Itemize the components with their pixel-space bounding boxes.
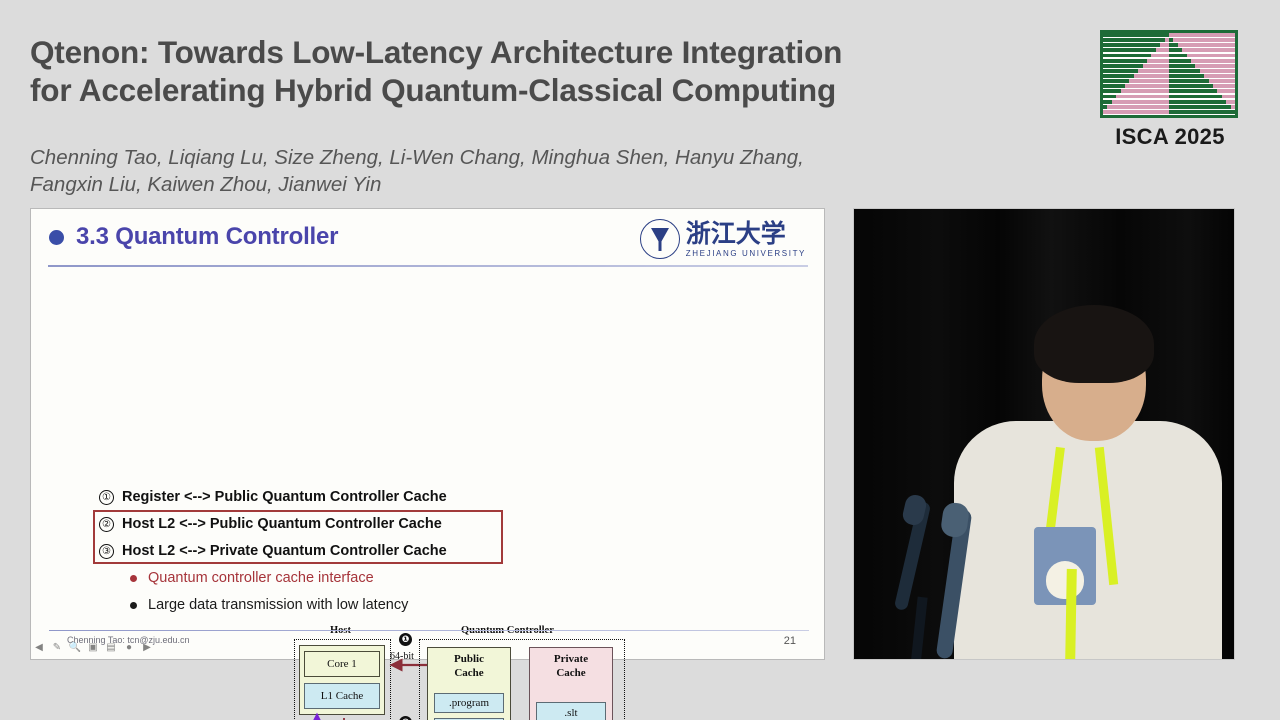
- presenter-video-feed[interactable]: [853, 208, 1235, 660]
- numbered-item-2-label: Host L2 <--> Public Quantum Controller C…: [122, 516, 442, 532]
- sub-bullet-1-label: Quantum controller cache interface: [148, 570, 374, 586]
- slide-title: 3.3 Quantum Controller: [76, 223, 339, 250]
- private-cache-title-1: Private: [553, 653, 589, 665]
- highlight-box: [93, 510, 503, 564]
- architecture-diagram: Host Quantum Controller Core 1 L1 Cache …: [286, 625, 631, 720]
- number-circle-2: ②: [99, 516, 114, 532]
- title-divider: [48, 265, 808, 267]
- numbered-item-1: ① Register <--> Public Quantum Controlle…: [99, 489, 447, 505]
- public-cache-title-1: Public: [454, 653, 484, 665]
- back-arrow-icon[interactable]: ◀: [35, 641, 43, 653]
- box-core-1: Core 1: [304, 651, 380, 677]
- box-l1-cache: L1 Cache: [304, 683, 380, 709]
- title-line-2: for Accelerating Hybrid Quantum-Classica…: [30, 72, 837, 109]
- forward-arrow-icon[interactable]: ▶: [143, 641, 151, 653]
- quantum-controller-region: [419, 639, 625, 720]
- bullet-dot-icon: [130, 601, 137, 609]
- private-cache-item-slt: .slt: [536, 702, 606, 720]
- camera-icon[interactable]: ▤: [106, 641, 116, 653]
- zhejiang-university-seal-icon: [639, 219, 680, 259]
- numbered-item-2: ② Host L2 <--> Public Quantum Controller…: [99, 516, 442, 532]
- numbered-item-3: ③ Host L2 <--> Private Quantum Controlle…: [99, 543, 447, 559]
- footer-divider: [49, 629, 809, 631]
- public-cache-title-2: Cache: [454, 666, 484, 679]
- numbered-item-3-label: Host L2 <--> Private Quantum Controller …: [122, 543, 447, 559]
- link-width-1: 64-bit: [390, 651, 414, 662]
- cc-icon[interactable]: ▣: [88, 641, 98, 653]
- slide-title-row: 3.3 Quantum Controller: [49, 223, 338, 251]
- public-cache-item-program: .program: [434, 693, 504, 713]
- isca-pyramid-icon: [1100, 30, 1238, 118]
- university-name-cn: 浙江大学: [685, 218, 786, 248]
- university-logo: 浙江大学 ZHEJIANG UNIVERSITY: [639, 218, 806, 259]
- author-list: Chenning Tao, Liqiang Lu, Size Zheng, Li…: [30, 144, 1030, 198]
- slide-panel[interactable]: 3.3 Quantum Controller 浙江大学 ZHEJIANG UNI…: [30, 208, 825, 720]
- authors-line-2: Fangxin Liu, Kaiwen Zhou, Jianwei Yin: [30, 173, 382, 197]
- footer-contact: Chenning Tao: tcn@zju.edu.cn: [67, 635, 190, 645]
- lanyard-bottom: [1065, 568, 1077, 659]
- logo-stripes: [1103, 33, 1235, 115]
- sub-bullet-2-label: Large data transmission with low latency: [148, 597, 409, 613]
- magnifier-icon[interactable]: 🔍: [68, 641, 82, 653]
- host-region: [294, 639, 391, 720]
- globe-icon[interactable]: ●: [125, 641, 133, 653]
- number-circle-3: ③: [99, 543, 114, 559]
- link-marker-1: ❶: [399, 633, 412, 646]
- shirt-duck-graphic: [1046, 561, 1084, 599]
- number-circle-1: ①: [99, 489, 114, 505]
- sub-bullet-1: Quantum controller cache interface: [130, 570, 374, 586]
- sub-bullet-2: Large data transmission with low latency: [130, 597, 408, 613]
- bullet-dot-icon: [130, 574, 137, 582]
- conference-logo-label: ISCA 2025: [1115, 124, 1225, 149]
- pen-icon[interactable]: ✎: [52, 641, 62, 653]
- authors-line-1: Chenning Tao, Liqiang Lu, Size Zheng, Li…: [30, 146, 804, 169]
- private-cache-title-2: Cache: [556, 666, 586, 679]
- slide-page-number: 21: [783, 635, 796, 647]
- page-title: Qtenon: Towards Low-Latency Architecture…: [30, 33, 1050, 110]
- presentation-toolbar[interactable]: ◀ ✎ 🔍 ▣ ▤ ● ▶: [33, 641, 153, 653]
- university-name-en: ZHEJIANG UNIVERSITY: [685, 248, 806, 258]
- numbered-item-1-label: Register <--> Public Quantum Controller …: [122, 489, 447, 505]
- speaker-hair: [1034, 305, 1154, 383]
- title-line-1: Qtenon: Towards Low-Latency Architecture…: [30, 34, 843, 70]
- public-cache-item-regfile: .regfile: [434, 718, 504, 720]
- conference-logo: ISCA 2025: [1100, 30, 1240, 150]
- bullet-dot-icon: [49, 229, 64, 245]
- link-marker-2: ❷: [399, 716, 412, 720]
